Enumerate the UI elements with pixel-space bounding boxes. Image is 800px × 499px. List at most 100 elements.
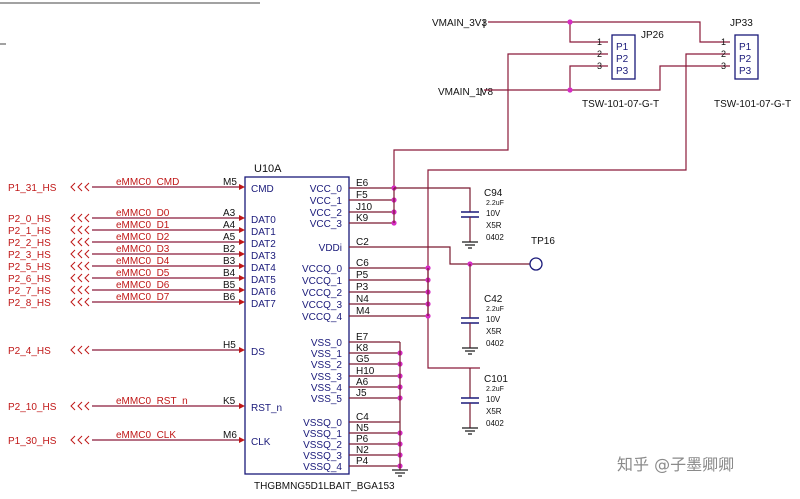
net-label: P1_31_HS — [8, 183, 57, 194]
signal-name: eMMC0_CMD — [116, 177, 179, 188]
offpage-connector-icon — [70, 285, 90, 295]
offpage-connector-icon — [70, 213, 90, 223]
net-label: P2_3_HS — [8, 250, 51, 261]
pin-arrow-icon — [239, 275, 245, 281]
signal-name: eMMC0_D7 — [116, 292, 170, 303]
signal-name: eMMC0_D2 — [116, 232, 170, 243]
net-label: P2_4_HS — [8, 346, 51, 357]
ball-number: G5 — [356, 354, 370, 365]
jp33-part: TSW-101-07-G-T — [714, 99, 791, 110]
jp26-pin3: P3 — [616, 66, 629, 77]
pin-function: VCC_3 — [310, 219, 343, 230]
ball-number: P3 — [356, 282, 369, 293]
pin-arrow-icon — [239, 227, 245, 233]
pin-arrow-icon — [239, 287, 245, 293]
net-label: P2_0_HS — [8, 214, 51, 225]
jp26-pin1: P1 — [616, 42, 629, 53]
jp26-pin3-wire — [569, 65, 608, 90]
pin-function: VCCQ_4 — [302, 312, 342, 323]
pin-function: VCC_2 — [310, 208, 343, 219]
pin-function: DAT0 — [251, 215, 276, 226]
pin-function: VCCQ_3 — [302, 300, 342, 311]
u10a-ref: U10A — [254, 163, 282, 175]
pin-function: CLK — [251, 437, 271, 448]
rail-3v3-wire — [488, 21, 730, 43]
pin-function: DS — [251, 347, 265, 358]
pin-arrow-icon — [239, 239, 245, 245]
ground-icon — [462, 427, 478, 435]
cap-voltage: 10V — [486, 315, 501, 324]
ball-number: N5 — [356, 423, 369, 434]
pin-function: VSSQ_4 — [303, 462, 342, 473]
jp33-pin2: P2 — [739, 54, 752, 65]
u10a-body — [244, 176, 350, 475]
pin-function: VSS_1 — [311, 349, 343, 360]
jp26-num2: 2 — [597, 49, 602, 59]
jp26-body — [611, 34, 636, 80]
net-label: P2_5_HS — [8, 262, 51, 273]
pin-arrow-icon — [239, 263, 245, 269]
signal-name: eMMC0_D3 — [116, 244, 170, 255]
jp26-out-wire — [393, 53, 608, 188]
signal-name: eMMC0_D0 — [116, 208, 170, 219]
jumper-jp33: JP33 1 2 3 P1 P2 P3 TSW-101-07-G-T — [714, 18, 791, 110]
ball-number: M4 — [356, 306, 370, 317]
pin-function: VSS_4 — [311, 383, 343, 394]
pin-function: VCCQ_2 — [302, 288, 342, 299]
jp26-part: TSW-101-07-G-T — [582, 99, 659, 110]
cap-dielectric: X5R — [486, 327, 502, 336]
ball-number: A4 — [223, 220, 236, 231]
ball-number: K5 — [223, 396, 236, 407]
ball-number: B6 — [223, 292, 236, 303]
cap-ref: C42 — [484, 294, 503, 305]
ball-number: B5 — [223, 280, 236, 291]
u10a-chip: U10A THGBMNG5D1LBAIT_BGA153 P1_31_HSeMMC… — [8, 163, 431, 492]
ball-number: H10 — [356, 366, 375, 377]
ball-number: B2 — [223, 244, 236, 255]
ball-number: F5 — [356, 190, 368, 201]
testpoint-icon — [529, 257, 543, 271]
pin-arrow-icon — [239, 437, 245, 443]
offpage-connector-icon — [70, 345, 90, 355]
c94-wire — [394, 187, 471, 212]
rail-3v3-label: VMAIN_3V3 — [432, 18, 487, 29]
pin-arrow-icon — [239, 403, 245, 409]
jp26-pin1-wire — [569, 22, 608, 43]
pin-function: VSSQ_1 — [303, 429, 342, 440]
ball-number: J5 — [356, 388, 367, 399]
pin-function: DAT7 — [251, 299, 276, 310]
pin-function: DAT4 — [251, 263, 276, 274]
offpage-connector-icon — [70, 273, 90, 283]
ball-number: N4 — [356, 294, 369, 305]
pin-function: DAT6 — [251, 287, 276, 298]
net-label: P2_2_HS — [8, 238, 51, 249]
jumper-jp26: JP26 1 2 3 P1 P2 P3 TSW-101-07-G-T — [582, 30, 664, 110]
ball-number: N2 — [356, 445, 369, 456]
ball-number: C4 — [356, 412, 369, 423]
pin-arrow-icon — [239, 299, 245, 305]
ball-number: P5 — [356, 270, 369, 281]
cap-ref: C94 — [484, 188, 503, 199]
pin-function: VSS_5 — [311, 394, 343, 405]
junction-dot — [567, 87, 573, 93]
pin-function: VSS_2 — [311, 360, 343, 371]
signal-name: eMMC0_RST_n — [116, 396, 188, 407]
net-label: P2_1_HS — [8, 226, 51, 237]
ball-number: M5 — [223, 177, 237, 188]
cap-dielectric: X5R — [486, 221, 502, 230]
pin-function: DAT5 — [251, 275, 276, 286]
cap-value: 2.2uF — [486, 386, 504, 393]
ball-number: M6 — [223, 430, 237, 441]
pin-function: CMD — [251, 184, 274, 195]
rail-1v8-label: VMAIN_1V8 — [438, 87, 493, 98]
pin-function: VCC_1 — [310, 196, 343, 207]
net-label: P2_6_HS — [8, 274, 51, 285]
jp26-num1: 1 — [597, 37, 602, 47]
watermark: 知乎 @子墨卿卿 — [617, 455, 734, 474]
pin-function: VDDi — [319, 243, 342, 254]
pin-arrow-icon — [239, 251, 245, 257]
